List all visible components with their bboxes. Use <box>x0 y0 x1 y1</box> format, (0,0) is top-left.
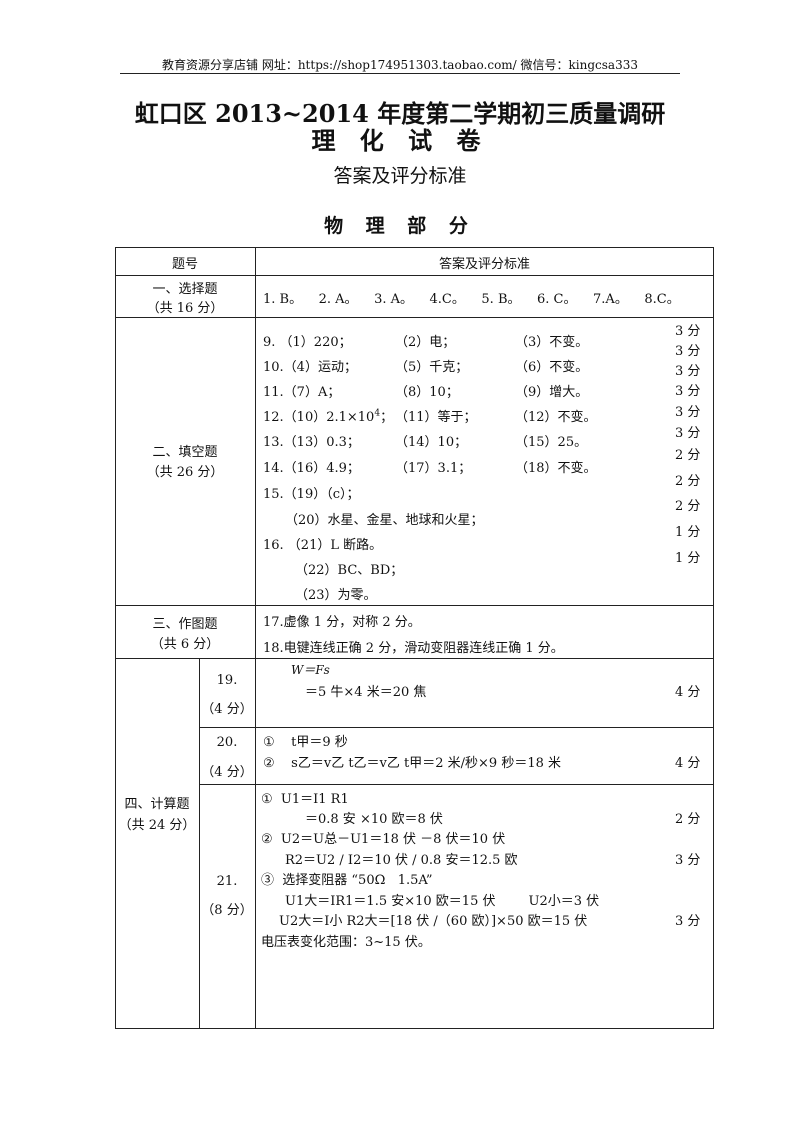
fill-answer: （3）不变。 <box>515 335 589 350</box>
header-divider <box>120 73 680 74</box>
score: 4 分 <box>675 685 701 700</box>
table-divider <box>115 317 714 318</box>
table-divider <box>115 605 714 606</box>
score: 2 分 <box>675 474 701 489</box>
page-header: 教育资源分享店铺 网址：https://shop174951303.taobao… <box>162 58 638 72</box>
question-points: （4 分） <box>201 765 253 780</box>
calc-line: U2大＝I小 R2大＝[18 伏 /（60 欧）]×50 欧＝15 伏 <box>279 914 588 929</box>
table-divider <box>115 658 714 659</box>
column-header-number: 题号 <box>171 257 198 272</box>
fill-answer: （17）3.1； <box>395 461 472 476</box>
score: 1 分 <box>675 551 701 566</box>
answer-key-heading: 答案及评分标准 <box>333 165 467 187</box>
calc-line: ② s乙＝v乙 t乙＝v乙 t甲＝2 米/秒×9 秒＝18 米 <box>263 756 562 771</box>
fill-answer: 13.（13）0.3； <box>263 435 360 450</box>
column-header-answer: 答案及评分标准 <box>438 257 530 272</box>
fill-answer: （20）水星、金星、地球和火星； <box>285 513 484 528</box>
table-border-left <box>115 247 116 1029</box>
calc-line: ② U2＝U总－U1＝18 伏 －8 伏＝10 伏 <box>261 832 506 847</box>
score: 2 分 <box>675 499 701 514</box>
fill-answer-base: 12.（10）2.1×10 <box>263 410 375 425</box>
fill-answer-end: ； <box>380 410 394 425</box>
section-points: （共 16 分） <box>146 301 224 316</box>
drawing-answer: 17.虚像 1 分，对称 2 分。 <box>263 615 421 630</box>
fill-answer: （6）不变。 <box>515 360 589 375</box>
fill-answer: （12）不变。 <box>515 410 597 425</box>
score: 3 分 <box>675 853 701 868</box>
calc-line: W＝Fs <box>291 663 330 677</box>
section-label: 三、作图题 <box>152 617 218 632</box>
score: 3 分 <box>675 324 701 339</box>
fill-answer: （15）25。 <box>515 435 588 450</box>
calc-line: U1大＝IR1＝1.5 安×10 欧＝15 伏 U2小＝3 伏 <box>285 894 600 909</box>
fill-answer: 10.（4）运动； <box>263 360 357 375</box>
section-points: （共 26 分） <box>146 465 224 480</box>
table-divider <box>199 727 714 728</box>
fill-answer: （11）等于； <box>395 410 477 425</box>
calc-line: ＝0.8 安 ×10 欧＝8 伏 <box>305 812 443 827</box>
score: 3 分 <box>675 426 701 441</box>
calc-line: ＝5 牛×4 米＝20 焦 <box>305 685 427 700</box>
fill-answer: （8）10； <box>395 385 459 400</box>
fill-answer: （5）千克； <box>395 360 469 375</box>
calc-line: ① t甲＝9 秒 <box>263 735 348 750</box>
section-points: （共 6 分） <box>150 637 220 652</box>
physics-section-heading: 物 理 部 分 <box>324 215 476 237</box>
score: 2 分 <box>675 812 701 827</box>
answer-table: 题号 答案及评分标准 一、选择题 （共 16 分） 1. B。 2. A。 3.… <box>115 247 714 1029</box>
question-number: 20. <box>216 735 238 750</box>
table-divider <box>199 784 714 785</box>
fill-answer: 16. （21）L 断路。 <box>263 538 383 553</box>
fill-answer: （23）为零。 <box>295 588 377 603</box>
table-divider <box>115 275 714 276</box>
fill-answer-exponent: 4 <box>374 408 381 419</box>
score: 3 分 <box>675 364 701 379</box>
question-points: （8 分） <box>201 903 253 918</box>
fill-answer: 11.（7）A； <box>263 385 341 400</box>
fill-answer: （22）BC、BD； <box>295 563 404 578</box>
fill-answer: 15.（19）（c）； <box>263 487 360 502</box>
question-number: 19. <box>216 673 238 688</box>
calc-line: 电压表变化范围：3~15 伏。 <box>261 935 431 950</box>
section-label: 二、填空题 <box>152 445 218 460</box>
fill-answer: （14）10； <box>395 435 468 450</box>
section-label: 四、计算题 <box>124 797 190 812</box>
exam-title: 虹口区 2013~2014 年度第二学期初三质量调研 <box>134 99 666 128</box>
fill-answer: 14.（16）4.9； <box>263 461 360 476</box>
section-points: （共 24 分） <box>118 818 196 833</box>
table-border-right <box>713 247 714 1029</box>
question-number: 21. <box>216 874 238 889</box>
question-points: （4 分） <box>201 702 253 717</box>
fill-answer: 9. （1）220； <box>263 335 352 350</box>
calc-line: ① U1＝I1 R1 <box>261 792 349 807</box>
calc-line: ③ 选择变阻器 “50Ω 1.5A” <box>261 873 433 888</box>
fill-answer: （18）不变。 <box>515 461 597 476</box>
table-column-divider <box>199 658 200 1029</box>
fill-answer: 12.（10）2.1×104； <box>263 406 393 425</box>
choice-answers: 1. B。 2. A。 3. A。 4.C。 5. B。 6. C。 7.A。 … <box>263 292 680 307</box>
score: 4 分 <box>675 756 701 771</box>
score: 3 分 <box>675 344 701 359</box>
table-border-bottom <box>115 1028 714 1029</box>
score: 1 分 <box>675 525 701 540</box>
table-column-divider <box>255 247 256 1029</box>
calc-line: R2＝U2 / I2＝10 伏 / 0.8 安＝12.5 欧 <box>285 853 518 868</box>
table-border-top <box>115 247 714 248</box>
fill-answer: （2）电； <box>395 335 456 350</box>
score: 3 分 <box>675 405 701 420</box>
drawing-answer: 18.电键连线正确 2 分，滑动变阻器连线正确 1 分。 <box>263 641 564 656</box>
score: 3 分 <box>675 384 701 399</box>
section-label: 一、选择题 <box>152 282 218 297</box>
exam-subject: 理 化 试 卷 <box>311 126 489 155</box>
fill-answer: （9）增大。 <box>515 385 589 400</box>
score: 2 分 <box>675 448 701 463</box>
score: 3 分 <box>675 914 701 929</box>
